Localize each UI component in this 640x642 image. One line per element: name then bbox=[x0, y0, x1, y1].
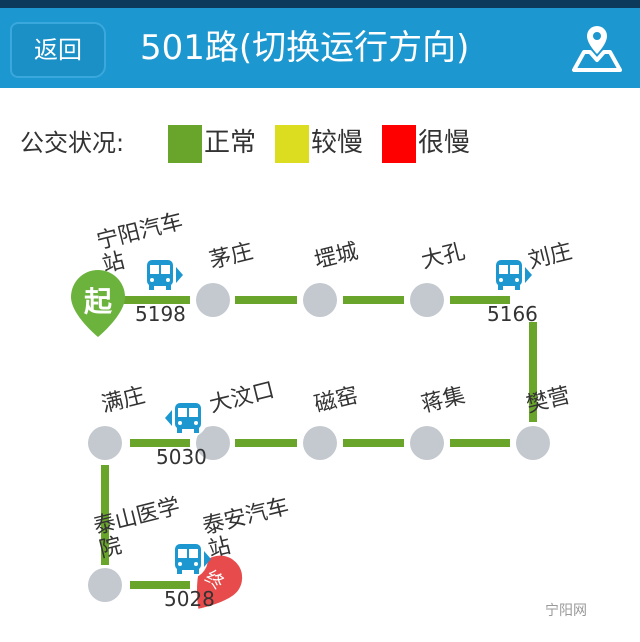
station-node[interactable] bbox=[196, 283, 230, 317]
route-segment bbox=[101, 465, 109, 565]
station-node[interactable] bbox=[410, 283, 444, 317]
route-segment bbox=[130, 581, 190, 589]
bus-icon[interactable] bbox=[136, 255, 184, 303]
station-node[interactable] bbox=[303, 426, 337, 460]
bus-number: 5028 bbox=[164, 587, 215, 611]
station-label[interactable]: 大汶口 bbox=[206, 377, 278, 418]
legend-swatch-normal bbox=[168, 125, 202, 163]
route-segment bbox=[343, 439, 404, 447]
station-node[interactable] bbox=[88, 568, 122, 602]
page-title[interactable]: 501路(切换运行方向) bbox=[140, 28, 470, 68]
station-label[interactable]: 堽城 bbox=[311, 239, 361, 274]
start-marker: 起 bbox=[83, 285, 112, 318]
legend-very-slow: 很慢 bbox=[418, 128, 471, 158]
route-segment bbox=[235, 296, 297, 304]
bus-icon[interactable] bbox=[485, 255, 533, 303]
station-label[interactable]: 满庄 bbox=[98, 383, 148, 418]
legend-label: 公交状况: bbox=[20, 129, 125, 157]
status-bar bbox=[0, 0, 640, 8]
station-label[interactable]: 茅庄 bbox=[206, 239, 256, 274]
back-button[interactable]: 返回 bbox=[10, 22, 106, 78]
route-segment bbox=[450, 439, 510, 447]
watermark: 宁阳网 bbox=[545, 603, 587, 619]
route-segment bbox=[529, 322, 537, 422]
bus-icon[interactable] bbox=[164, 539, 212, 587]
station-label[interactable]: 磁窑 bbox=[311, 383, 361, 418]
station-node[interactable] bbox=[410, 426, 444, 460]
legend-swatch-very-slow bbox=[382, 125, 416, 163]
route-segment bbox=[235, 439, 297, 447]
route-segment bbox=[130, 439, 190, 447]
legend-normal: 正常 bbox=[204, 128, 257, 158]
bus-number: 5198 bbox=[135, 302, 186, 326]
bus-number: 5030 bbox=[156, 445, 207, 469]
station-node[interactable] bbox=[516, 426, 550, 460]
route-segment bbox=[450, 296, 510, 304]
legend-swatch-slow bbox=[275, 125, 309, 163]
header: 返回 501路(切换运行方向) bbox=[0, 8, 640, 88]
bus-icon[interactable] bbox=[164, 398, 212, 446]
station-label[interactable]: 大孔 bbox=[418, 239, 468, 274]
bus-number: 5166 bbox=[487, 302, 538, 326]
station-node[interactable] bbox=[88, 426, 122, 460]
station-node[interactable] bbox=[303, 283, 337, 317]
route-segment bbox=[120, 296, 190, 304]
route-segment bbox=[343, 296, 404, 304]
start-marker-icon bbox=[71, 270, 125, 337]
legend-slow: 较慢 bbox=[311, 128, 364, 158]
station-label[interactable]: 蒋集 bbox=[418, 383, 468, 418]
station-label[interactable]: 刘庄 bbox=[525, 239, 575, 274]
end-marker-icon bbox=[197, 555, 243, 609]
map-pin-icon[interactable] bbox=[570, 22, 624, 76]
